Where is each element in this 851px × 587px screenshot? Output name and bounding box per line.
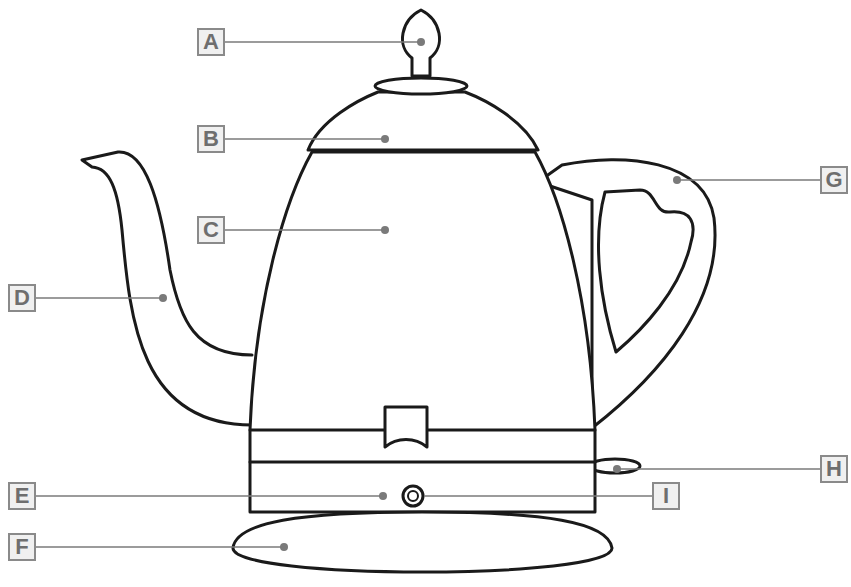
lid bbox=[308, 92, 538, 150]
switch-tab bbox=[590, 459, 640, 473]
base bbox=[233, 512, 612, 572]
callout-letter: B bbox=[197, 125, 225, 153]
callout-letter: F bbox=[8, 533, 36, 561]
callout-letter: A bbox=[197, 28, 225, 56]
leader-lines bbox=[36, 38, 820, 551]
body bbox=[250, 152, 595, 512]
callout-letter: D bbox=[8, 284, 36, 312]
callout-letter: C bbox=[197, 216, 225, 244]
callout-letter: E bbox=[8, 482, 36, 510]
water-window bbox=[385, 407, 427, 447]
power-button-inner bbox=[408, 491, 418, 501]
band-line bbox=[250, 461, 595, 464]
knob bbox=[402, 10, 439, 76]
spout bbox=[82, 152, 252, 425]
callout-letter: I bbox=[652, 482, 680, 510]
power-button bbox=[403, 486, 423, 506]
callout-letter: H bbox=[820, 455, 848, 483]
handle-opening bbox=[599, 190, 694, 352]
lid-rim bbox=[375, 78, 467, 94]
callout-letter: G bbox=[820, 166, 848, 194]
